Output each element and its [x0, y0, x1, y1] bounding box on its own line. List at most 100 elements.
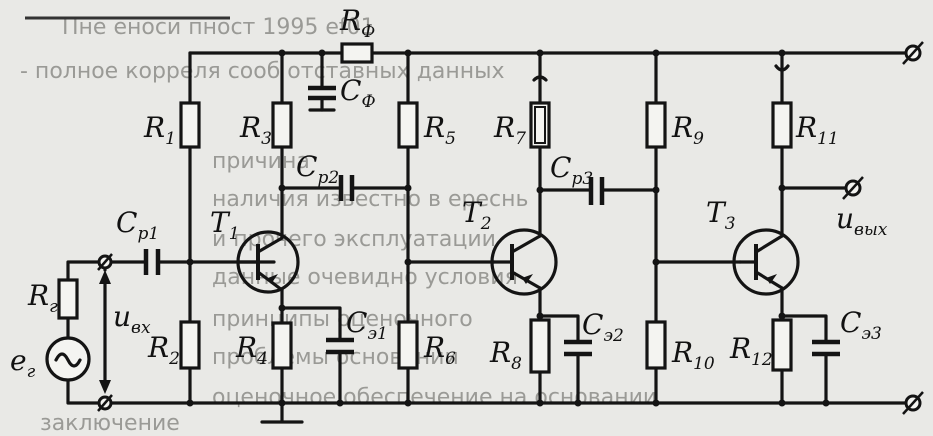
ce3-wire [780, 314, 828, 405]
junction [186, 258, 194, 266]
transistor-t2 [490, 228, 558, 296]
label-r6: R6 [423, 331, 456, 369]
generator-return [66, 378, 107, 405]
resistor-r6 [397, 320, 419, 370]
signal-generator [45, 336, 91, 382]
terminal-slash [842, 176, 864, 200]
label-r7: R7 [493, 111, 526, 149]
label-cp3: Cр3 [550, 151, 593, 189]
junction [404, 399, 412, 407]
label-r5: R5 [423, 111, 456, 149]
junction [652, 399, 660, 407]
label-r9: R9 [671, 111, 704, 149]
transistor-t1 [236, 230, 300, 294]
resistor-r4 [271, 321, 293, 370]
wires [66, 51, 915, 424]
junction [186, 399, 194, 407]
label-cf: CФ [340, 74, 376, 112]
junction [652, 258, 660, 266]
junction [536, 186, 544, 194]
ghost-line-2: - полное корреля сооб отставных данных [20, 59, 505, 84]
resistor-r8 [529, 318, 551, 374]
transistor-t2-emitter-arrow [522, 274, 533, 284]
junction [652, 186, 660, 194]
transistor-t2-body [490, 228, 558, 296]
resistor-r9 [645, 101, 667, 149]
resistor-r3 [271, 101, 293, 149]
resistor-r7-inner [534, 106, 546, 144]
ghost-line-10: заключение [40, 411, 180, 436]
junction [404, 49, 412, 57]
label-t3: T3 [706, 196, 736, 234]
junction [278, 184, 286, 192]
capacitors [143, 85, 840, 357]
transistor-t1-body [236, 230, 300, 294]
junction [278, 304, 286, 312]
transistor-t3-body [732, 228, 800, 296]
terminal-slash [97, 394, 113, 412]
ce1-wire [280, 306, 342, 405]
junction [536, 399, 544, 407]
junction [778, 399, 786, 407]
terminals [97, 41, 924, 415]
junction [278, 399, 286, 407]
ce2-wire [538, 314, 580, 405]
ghost-line-9: оценочное обеспечение на основании [212, 385, 657, 410]
resistor-r11 [771, 101, 793, 149]
sine-wave-icon [54, 352, 82, 368]
resistor-rg [57, 278, 79, 320]
junction [536, 312, 544, 320]
label-r4: R4 [235, 331, 268, 369]
label-r2: R2 [147, 331, 180, 369]
label-ce1: Cэ1 [346, 306, 388, 344]
junction [404, 258, 412, 266]
label-t1: T1 [210, 206, 240, 244]
ghost-line-3: причина [212, 149, 310, 174]
label-r12: R12 [729, 332, 773, 370]
label-uin: uвх [113, 300, 151, 338]
r7-hook [532, 75, 548, 82]
uin-arrow-head-up [99, 270, 111, 284]
ghost-line-4: наличия известно в ереснь [212, 187, 528, 212]
junction [336, 399, 344, 407]
transistor-t3 [732, 228, 800, 296]
transistor-t3-leads [738, 234, 784, 290]
junction [778, 184, 786, 192]
label-r1: R1 [143, 111, 176, 149]
label-r8: R8 [489, 336, 522, 374]
junction [822, 399, 830, 407]
junction-dots [186, 49, 830, 407]
junction [318, 49, 326, 57]
junction [404, 184, 412, 192]
label-cp2: Cр2 [296, 150, 339, 188]
resistor-r5 [397, 101, 419, 149]
resistor-r7 [529, 101, 551, 149]
junction [278, 49, 286, 57]
uin-arrow-head-down [99, 380, 111, 394]
background-text: Пне еноси пност 1995 ef01 - полное корре… [20, 15, 657, 436]
terminal-slash [902, 41, 924, 65]
label-uout: uвых [836, 202, 888, 240]
terminal-slash [902, 391, 924, 415]
resistor-r2 [179, 320, 201, 370]
label-r3: R3 [239, 111, 272, 149]
resistor-rf [340, 42, 374, 64]
ghost-line-5: и прочего эксплуатации [212, 227, 496, 252]
transistor-t1-emitter-arrow [268, 274, 278, 284]
ghost-line-7: принципы оценочного [212, 307, 473, 332]
r11-hook [774, 64, 790, 72]
label-t2: T2 [462, 196, 492, 234]
label-rf: RФ [339, 4, 375, 42]
label-ce3: Cэ3 [840, 306, 882, 344]
input-voltage-arrow [99, 270, 111, 394]
label-r11: R11 [795, 111, 839, 149]
label-ce2: Cэ2 [582, 308, 624, 346]
label-cp1: Cр1 [116, 206, 159, 244]
junction [778, 49, 786, 57]
junction [536, 49, 544, 57]
resistor-r1 [179, 101, 201, 149]
resistor-r12 [771, 318, 793, 372]
transistor-t3-emitter-arrow [766, 274, 777, 284]
